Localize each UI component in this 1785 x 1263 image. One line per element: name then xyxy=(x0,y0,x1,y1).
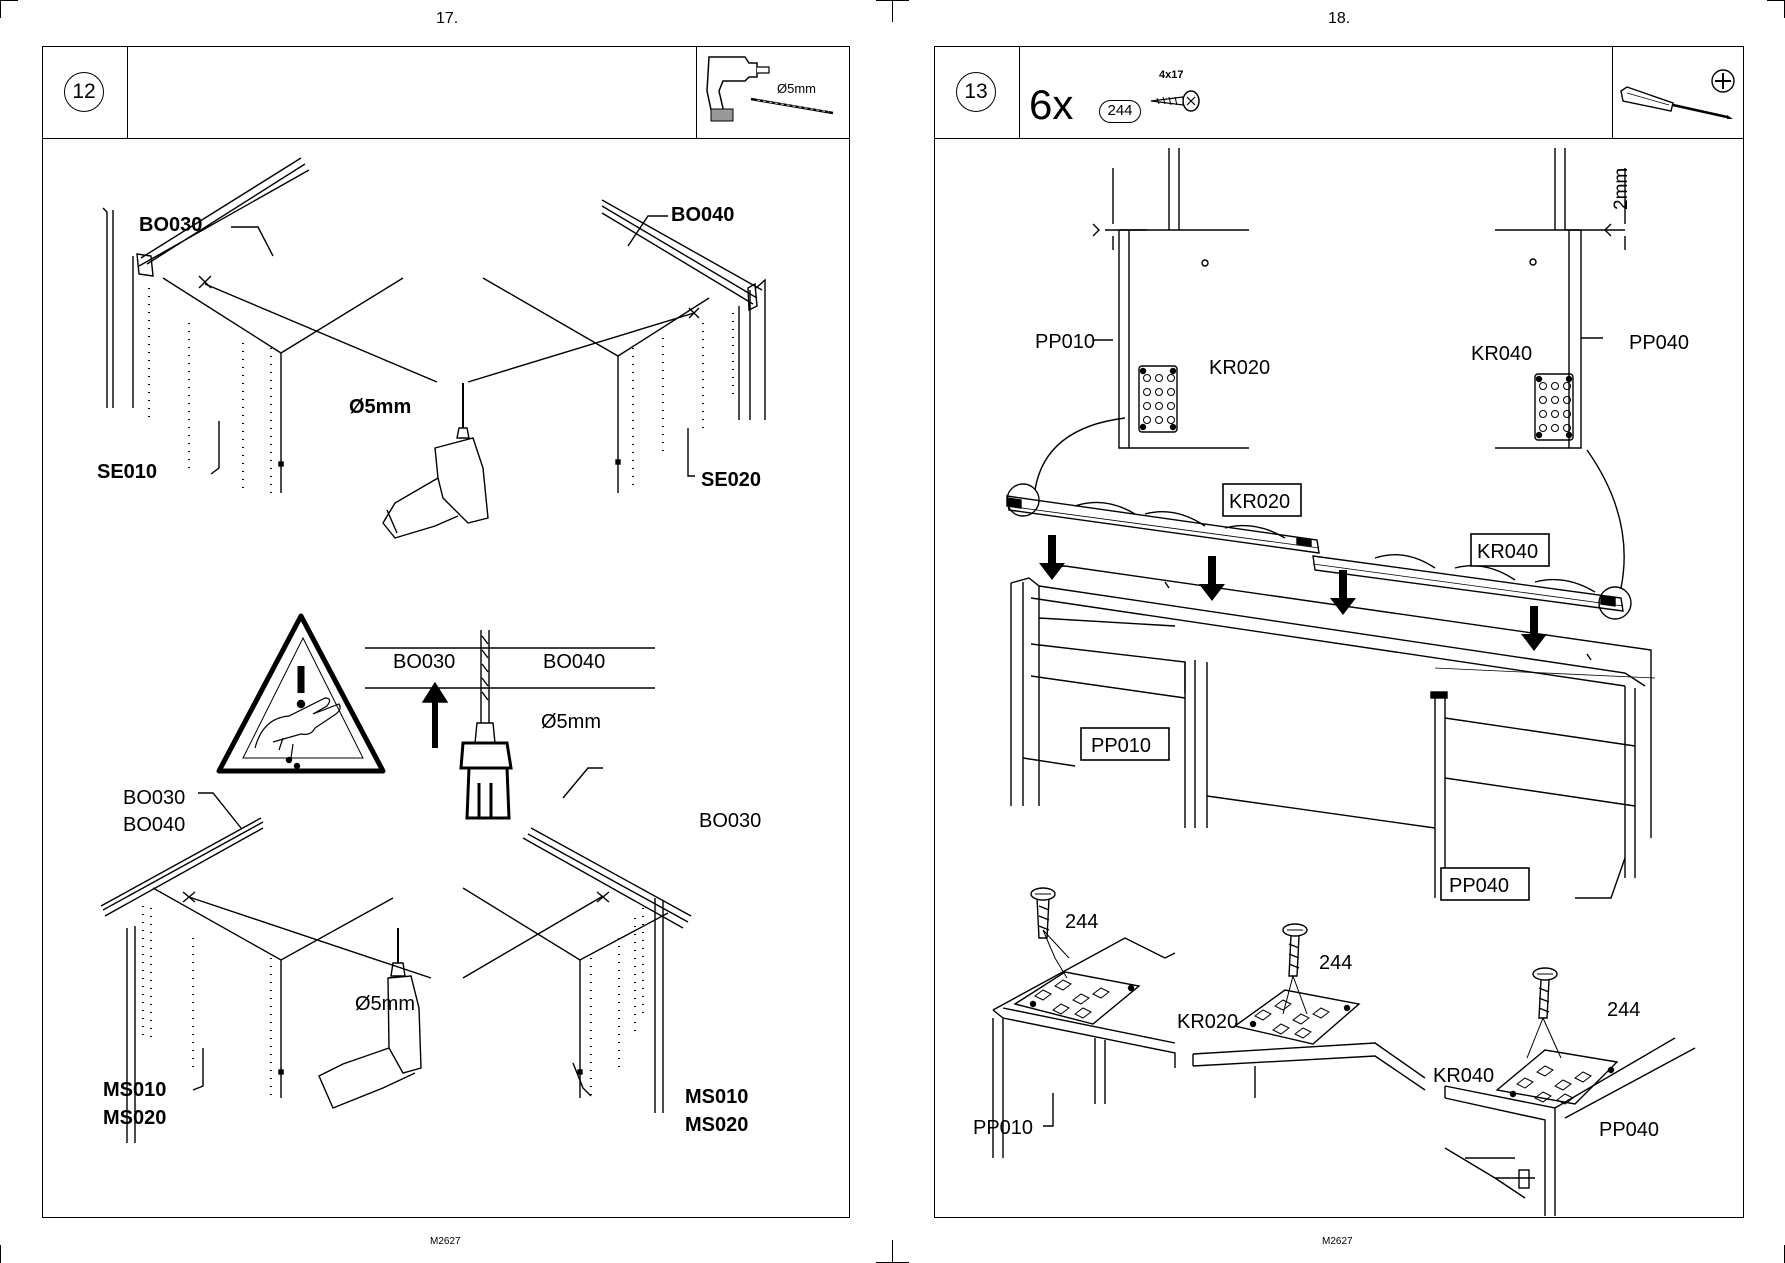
label-bo040-bottom: BO040 xyxy=(123,814,185,836)
label-bo030-bottom-right: BO030 xyxy=(699,810,761,832)
label-pp040-top: PP040 xyxy=(1629,332,1689,354)
crop-mark xyxy=(0,1245,1,1263)
label-se010: SE010 xyxy=(97,461,157,483)
label-kr040-bottom: KR040 xyxy=(1433,1065,1494,1087)
label-bo030-bottom: BO030 xyxy=(123,787,185,809)
step-12-illustration: BO030 BO040 SE010 SE020 Ø5mm BO030 BO040… xyxy=(97,157,766,1143)
part-quantity: 6x xyxy=(1029,81,1074,128)
step-number: 12 xyxy=(64,72,104,112)
label-pp010-box: PP010 xyxy=(1091,735,1151,757)
step-number-cell: 13 xyxy=(935,47,1020,138)
step-panel-12: 12 Ø5mm xyxy=(42,46,850,1218)
page-number-right: 18. xyxy=(1328,10,1351,27)
step-13-illustration: 2mm 2mm PP010 KR020 KR040 PP040 KR020 KR… xyxy=(973,148,1696,1216)
label-pp040-box: PP040 xyxy=(1449,875,1509,897)
screw-icon xyxy=(1150,90,1200,112)
label-screw-244-right: 244 xyxy=(1607,999,1640,1021)
step-number: 13 xyxy=(956,72,996,112)
label-ms020-right: MS020 xyxy=(685,1114,748,1136)
crop-mark xyxy=(1767,0,1785,1)
crop-mark xyxy=(876,0,909,1)
step-header: 12 Ø5mm xyxy=(43,47,849,139)
label-screw-244-middle: 244 xyxy=(1319,952,1352,974)
label-ms010-left: MS010 xyxy=(103,1079,166,1101)
step-header: 13 6x 244 4x17 xyxy=(935,47,1743,139)
label-gap-right: 2mm xyxy=(1611,168,1632,210)
drill-size-label: Ø5mm xyxy=(777,81,816,96)
label-pp010-bottom: PP010 xyxy=(973,1117,1033,1139)
phillips-screwdriver-icon xyxy=(1620,69,1735,119)
label-kr040-box: KR040 xyxy=(1477,541,1538,563)
label-drill-size-top: Ø5mm xyxy=(349,396,411,418)
label-pp010-top: PP010 xyxy=(1035,331,1095,353)
step-panel-13: 13 6x 244 4x17 xyxy=(934,46,1744,1218)
tool-cell xyxy=(1612,47,1743,138)
crop-mark xyxy=(0,0,18,1)
label-kr040-top: KR040 xyxy=(1471,343,1532,365)
label-warning-drill-size: Ø5mm xyxy=(541,711,601,733)
label-kr020-bottom: KR020 xyxy=(1177,1011,1238,1033)
tool-cell: Ø5mm xyxy=(696,47,849,138)
label-screw-244-left: 244 xyxy=(1065,911,1098,933)
part-number-badge: 244 xyxy=(1099,100,1141,123)
label-pp040-bottom: PP040 xyxy=(1599,1119,1659,1141)
label-warning-bo040: BO040 xyxy=(543,651,605,673)
crop-mark xyxy=(892,1240,893,1263)
label-se020: SE020 xyxy=(701,469,761,491)
label-drill-size-bottom: Ø5mm xyxy=(355,993,415,1015)
step-number-cell: 12 xyxy=(43,47,128,138)
label-kr020-top: KR020 xyxy=(1209,357,1270,379)
footer-code-left: M2627 xyxy=(430,1236,461,1247)
label-bo040: BO040 xyxy=(671,204,734,226)
drill-tool-icon: Ø5mm xyxy=(706,56,834,122)
crop-mark xyxy=(0,0,1,18)
crop-mark xyxy=(892,0,893,22)
label-ms020-left: MS020 xyxy=(103,1107,166,1129)
screw-size-label: 4x17 xyxy=(1159,69,1184,81)
label-ms010-right: MS010 xyxy=(685,1086,748,1108)
page-number-left: 17. xyxy=(436,10,459,27)
label-warning-bo030: BO030 xyxy=(393,651,455,673)
footer-code-right: M2627 xyxy=(1322,1236,1353,1247)
label-kr020-box: KR020 xyxy=(1229,491,1290,513)
label-bo030: BO030 xyxy=(139,214,202,236)
